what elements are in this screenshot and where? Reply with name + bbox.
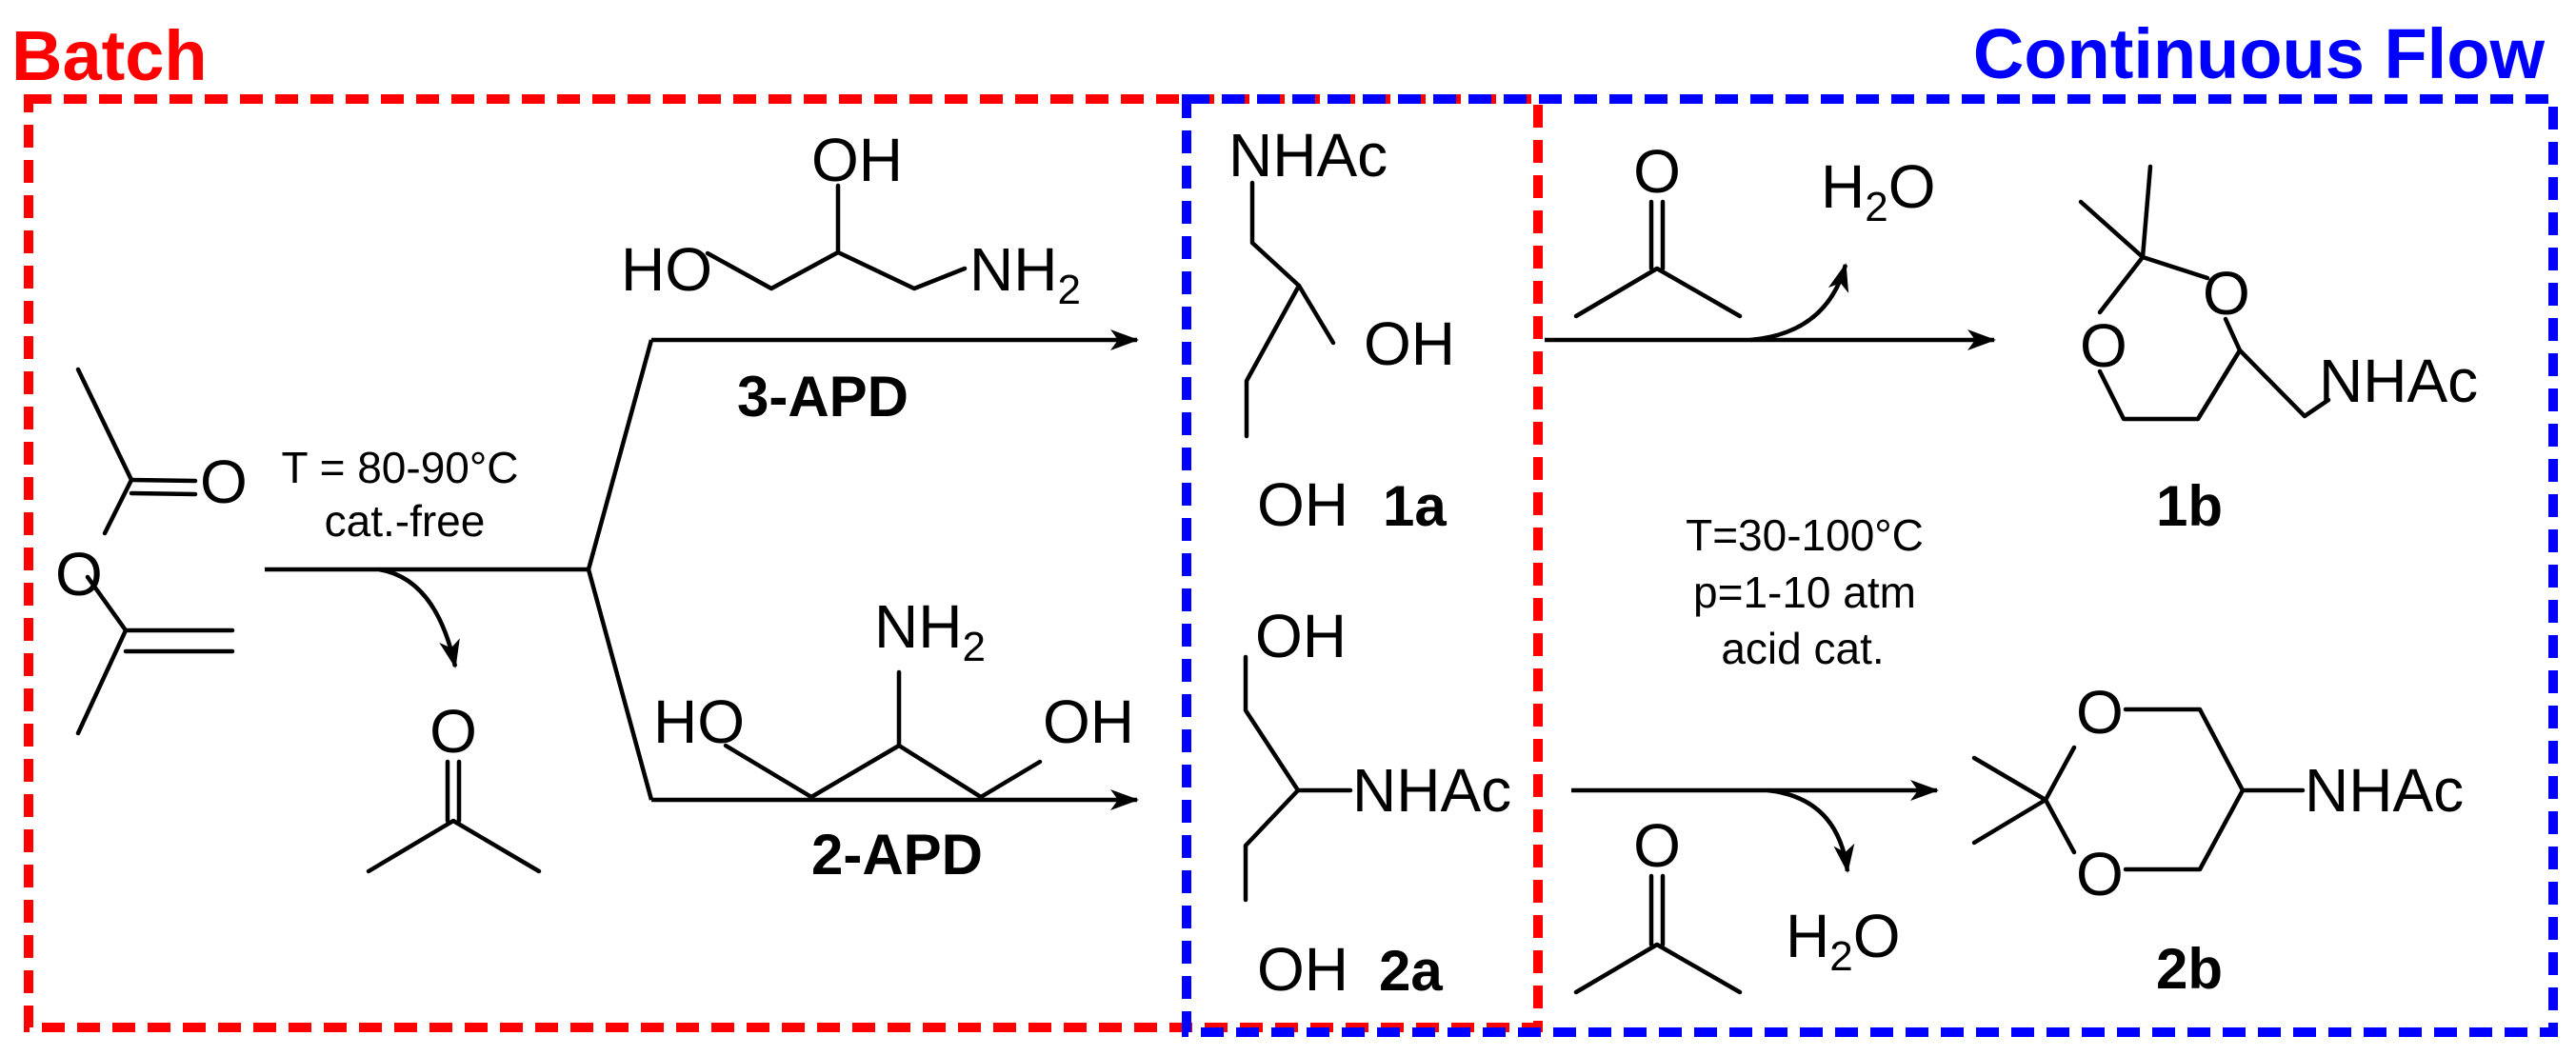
batch-header: Batch [11,16,208,95]
2a-oh-top-label: OH [1255,602,1347,670]
compound-2b-structure: O O NHAc [1971,678,2464,908]
flow-pressure: p=1-10 atm [1693,568,1916,617]
compound-2a-structure: OH NHAc OH [1243,602,1511,1004]
water-top-label: H2O [1821,152,1935,230]
acetone-bottom-o-label: O [1633,811,1681,880]
ester-o-label: O [55,540,103,608]
3-apd-structure: HO OH NH2 [621,126,1081,313]
3-apd-label: 3-APD [737,365,909,428]
3-apd-oh-label: OH [811,126,903,194]
water-release-top-curved-arrow [1749,263,1849,343]
compound-2a-label: 2a [1379,939,1443,1003]
2-apd-oh-label: OH [1043,687,1134,756]
1b-ring-o-right-label: O [2203,259,2250,328]
acetone-top-o-label: O [1633,137,1681,206]
2a-nhac-label: NHAc [1352,756,1511,825]
1a-oh-right-label: OH [1364,309,1455,378]
batch-branch [586,339,654,801]
compound-1a-label: 1a [1383,474,1447,538]
carbonyl-o-label: O [200,448,248,516]
isopropenyl-acetate: O O [55,367,248,736]
compound-1b-label: 1b [2156,474,2223,538]
2b-nhac-label: NHAc [2305,756,2464,825]
2-apd-structure: HO OH NH2 [653,592,1134,800]
batch-catalyst: cat.-free [325,496,486,546]
acetone-reagent-top: O [1573,137,1743,319]
acetone-release-curved-arrow [378,567,460,668]
2-apd-nh2-label: NH2 [874,592,986,670]
2b-ring-o-top-label: O [2076,678,2124,747]
flow-region-border [1182,94,2558,1037]
1b-nhac-label: NHAc [2319,347,2478,415]
batch-region-border [24,94,1543,1032]
acetone-reagent-bottom: O [1573,811,1743,995]
2-apd-label: 2-APD [811,823,983,887]
water-release-bottom-curved-arrow [1767,787,1855,873]
flow-catalyst: acid cat. [1721,624,1884,673]
compound-1b-structure: O O NHAc [2078,164,2478,422]
1a-nhac-label: NHAc [1228,121,1388,189]
2b-ring-o-bottom-label: O [2076,840,2124,908]
2-apd-ho-label: HO [653,687,745,756]
acetone-byproduct: O [366,697,542,874]
flow-temperature: T=30-100°C [1686,510,1924,560]
2a-oh-bottom-label: OH [1257,935,1348,1004]
compound-2b-label: 2b [2156,937,2223,1001]
1a-oh-bottom-label: OH [1257,470,1348,539]
water-bottom-label: H2O [1786,902,1900,980]
batch-temperature: T = 80-90°C [282,443,519,492]
3-apd-ho-label: HO [621,235,712,304]
3-apd-nh2-label: NH2 [969,235,1081,313]
1b-ring-o-left-label: O [2080,311,2127,380]
acetone-o-label: O [429,697,477,766]
continuous-flow-header: Continuous Flow [1973,14,2546,93]
compound-1a-structure: NHAc OH OH [1228,121,1455,539]
